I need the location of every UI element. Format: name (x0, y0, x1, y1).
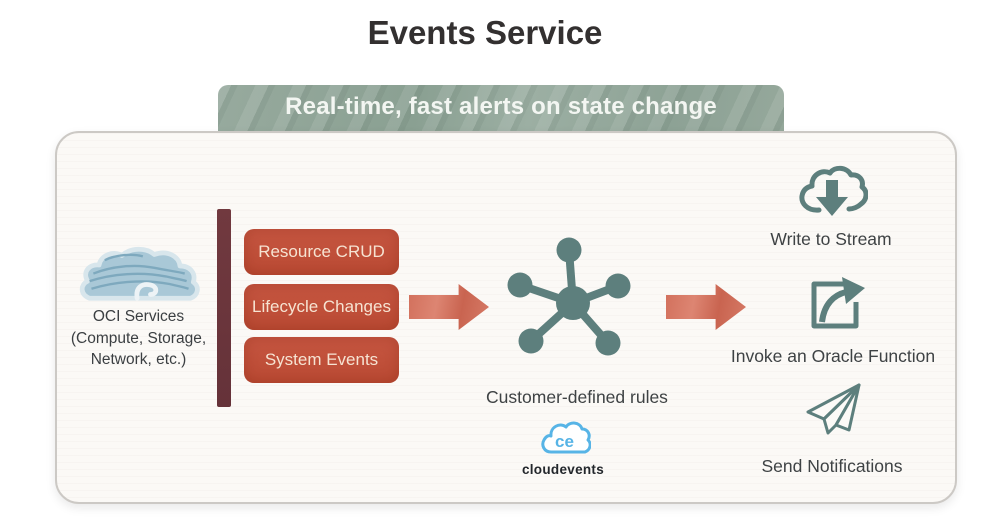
cloud-download-icon (799, 165, 868, 216)
flow-arrow-icon (666, 284, 746, 330)
cloudevents-monogram: ce (555, 432, 574, 451)
event-type-lifecycle-changes: Lifecycle Changes (244, 284, 399, 330)
oci-services-label-line3: Network, etc.) (90, 351, 187, 368)
event-stream-bar (217, 209, 231, 407)
oci-services-label-line2: (Compute, Storage, (70, 329, 207, 347)
diagram-card: OCI Services (Compute, Storage, Network,… (55, 131, 957, 504)
page-title: Events Service (367, 14, 603, 51)
flow-arrow-icon (409, 284, 489, 330)
event-type-resource-crud: Resource CRUD (244, 229, 399, 275)
hub-icon (507, 237, 631, 356)
export-arrow-icon (811, 277, 865, 329)
customer-rules-label: Customer-defined rules (486, 387, 668, 407)
cloudevents-label: cloudevents (521, 462, 605, 477)
event-type-system-events: System Events (244, 337, 399, 383)
output-write-to-stream-label: Write to Stream (770, 229, 892, 249)
output-send-notifications-label: Send Notifications (761, 456, 903, 476)
cloudevents-logo: ce (541, 421, 591, 454)
oci-cloud-icon (79, 246, 200, 301)
paper-plane-icon (806, 383, 861, 435)
output-invoke-function-label: Invoke an Oracle Function (730, 346, 936, 366)
oci-services-label-line1: OCI Services (92, 308, 185, 325)
subtitle-banner-text: Real-time, fast alerts on state change (285, 93, 717, 120)
oci-services-label: OCI Services (Compute, Storage, Network,… (57, 306, 220, 371)
